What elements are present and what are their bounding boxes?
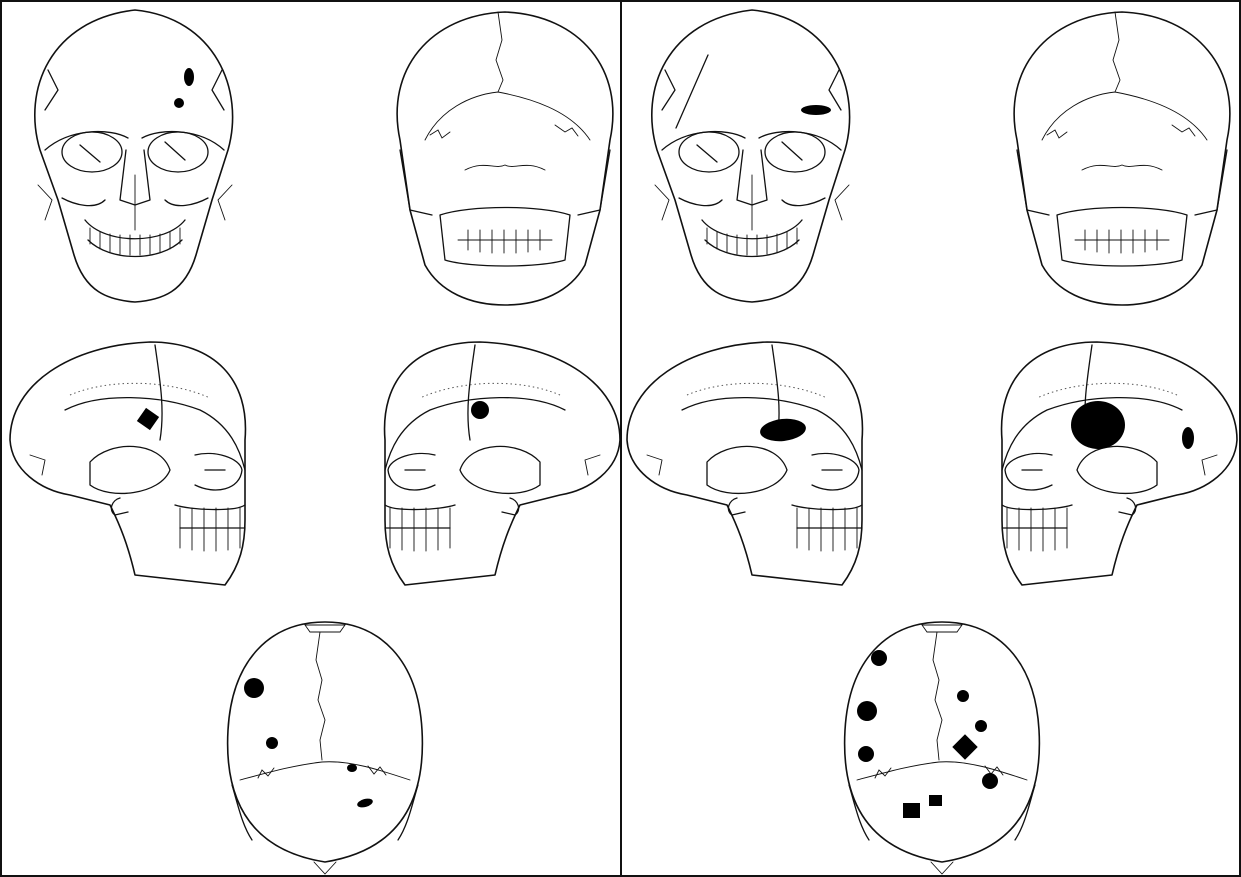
panel-left (10, 10, 620, 874)
skull-left-lateral-view (385, 342, 620, 585)
lesion-oval (1182, 427, 1194, 449)
lesion-circle (266, 737, 278, 749)
skull-frontal-view (652, 10, 850, 302)
skull-left-lateral-view (1002, 342, 1237, 585)
lesion-circle (471, 401, 489, 419)
lesion-circle (982, 773, 998, 789)
lesion-circle (174, 98, 184, 108)
lesion-circle (957, 690, 969, 702)
skull-frontal-view (35, 10, 233, 302)
lesion-oval (801, 105, 831, 115)
lesion-oval (347, 764, 357, 772)
lesion-square (929, 795, 942, 806)
lesion-circle (975, 720, 987, 732)
skull-posterior-view (1014, 12, 1230, 305)
skull-right-lateral-view (10, 342, 245, 585)
lesion-circle (858, 746, 874, 762)
lesion-circle (1071, 401, 1125, 449)
skull-right-lateral-view (627, 342, 862, 585)
panel-right (627, 10, 1237, 874)
lesion-circle (857, 701, 877, 721)
lesion-oval (184, 68, 194, 86)
skull-superior-view (228, 622, 423, 874)
lesion-circle (244, 678, 264, 698)
lesion-circle (871, 650, 887, 666)
skull-posterior-view (397, 12, 613, 305)
lesion-square (903, 803, 920, 818)
